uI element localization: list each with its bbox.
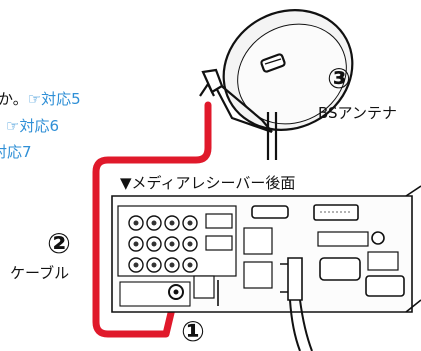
receiver-back-panel-icon bbox=[111, 185, 421, 351]
ref-2-link[interactable]: 対応6 bbox=[19, 117, 59, 135]
bs-antenna-label: BSアンテナ bbox=[318, 104, 397, 122]
step-2-number: ② bbox=[47, 226, 71, 260]
ref-3-link[interactable]: 対応7 bbox=[0, 143, 32, 161]
ref-line-3: 対応7 bbox=[0, 145, 32, 160]
step-1-number: ① bbox=[181, 314, 205, 348]
pointing-hand-icon: ☞ bbox=[27, 90, 42, 108]
ref-line-1: か。☞対応5 bbox=[0, 92, 81, 107]
pointing-hand-icon: ☞ bbox=[6, 117, 20, 135]
cable-label: ケーブル bbox=[10, 264, 70, 282]
ref-1-link[interactable]: 対応5 bbox=[41, 90, 81, 108]
satellite-dish-icon bbox=[199, 9, 354, 160]
ref-1-prefix: か。 bbox=[0, 90, 28, 108]
ref-line-2: ☞対応6 bbox=[6, 119, 59, 134]
cable-path bbox=[92, 101, 212, 338]
device-caption: ▼メディアレシーバー後面 bbox=[120, 174, 296, 192]
step-3-number: ③ bbox=[327, 61, 351, 95]
